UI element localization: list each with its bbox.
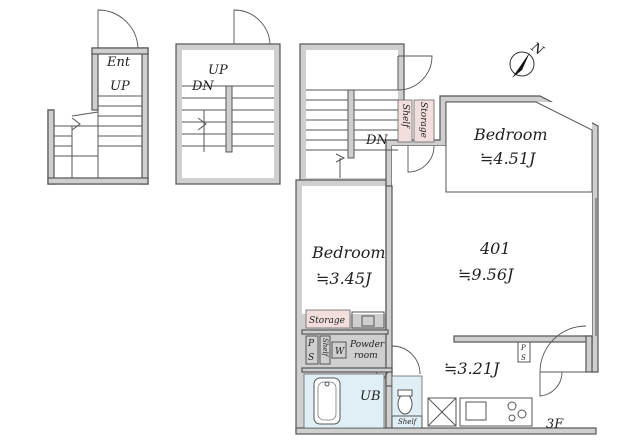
label-main-size: ≒9.56J — [458, 265, 515, 284]
label-powder-2: room — [354, 351, 378, 361]
label-compass-north: N — [527, 39, 546, 59]
wall-divider — [301, 329, 389, 335]
bathtub — [313, 377, 341, 425]
wall-ub-top — [301, 367, 393, 373]
kitchen-sink — [465, 401, 487, 421]
label-ent: Ent — [106, 55, 131, 70]
label-storage-top: Storage — [418, 102, 428, 138]
label-unit-number: 401 — [479, 239, 511, 258]
stair-ent — [47, 9, 149, 185]
label-bedroom1: Bedroom — [473, 125, 548, 144]
kitchen-counter — [459, 397, 533, 427]
storage-left — [305, 309, 351, 329]
label-washer: W — [335, 347, 345, 357]
burner-2 — [517, 409, 527, 419]
label-shelf-bottom: Shelf — [398, 418, 418, 426]
label-bedroom2-size: ≒3.45J — [316, 269, 373, 288]
fridge-space — [427, 397, 457, 427]
toilet — [397, 393, 413, 415]
label-bedroom2: Bedroom — [311, 243, 386, 262]
label-ub: UB — [360, 389, 381, 404]
door-top-stair — [397, 55, 433, 91]
label-ps-left-s: S — [308, 353, 314, 363]
label-storage-left: Storage — [309, 316, 345, 326]
label-up-ent: UP — [110, 79, 130, 94]
sink — [361, 315, 375, 327]
label-shelf-left: Shelf — [321, 338, 329, 358]
label-shelf-top: Shelf — [400, 104, 410, 129]
burner-3 — [508, 414, 516, 422]
door-powder — [391, 345, 421, 375]
washer — [331, 341, 347, 359]
label-kitchen-size: ≒3.21J — [444, 359, 501, 378]
shelf-left — [319, 335, 331, 365]
sink-counter — [351, 311, 385, 329]
shelf-top — [397, 99, 413, 143]
stair-middle — [175, 9, 281, 185]
label-powder-1: Powder — [349, 340, 385, 350]
label-up-middle: UP — [208, 63, 228, 78]
compass-icon — [509, 51, 535, 78]
label-dn-middle: DN — [191, 79, 214, 94]
ps-right — [517, 341, 531, 363]
label-ps-right-s: S — [521, 354, 526, 362]
label-ps-left-p: P — [307, 339, 315, 349]
label-bedroom1-size: ≒4.51J — [480, 149, 537, 168]
label-dn-unit: DN — [365, 133, 388, 148]
label-ps-right-p: P — [520, 344, 526, 352]
ps-left — [305, 335, 319, 365]
storage-top — [413, 99, 435, 143]
stair-unit — [306, 56, 399, 178]
burner-1 — [507, 401, 517, 411]
label-floor: 3F — [546, 417, 564, 432]
door-storage — [407, 145, 435, 173]
